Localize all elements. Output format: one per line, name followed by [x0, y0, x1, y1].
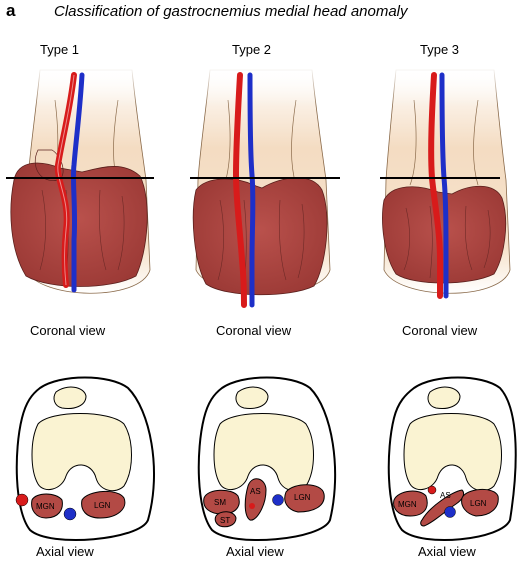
type-2-axial-section: [197, 376, 337, 541]
type-2-lgn-label: LGN: [294, 493, 311, 502]
type-3-mgn-label: MGN: [398, 500, 417, 509]
type-1-label: Type 1: [40, 42, 79, 57]
type-3-coronal-view-label: Coronal view: [402, 323, 478, 338]
type-3-lgn-label: LGN: [470, 499, 487, 508]
type-2-group: Type 2 Coronal view SM ST AS LGN Ax: [190, 42, 340, 559]
type-1-axial-view-label: Axial view: [36, 544, 94, 559]
type-2-as-label: AS: [250, 487, 261, 496]
vein-line: [70, 72, 85, 293]
type-1-mgn-label: MGN: [36, 502, 55, 511]
type-1-axial-section: [15, 376, 156, 541]
type-3-label: Type 3: [420, 42, 459, 57]
type-2-axial-view-label: Axial view: [226, 544, 284, 559]
type-1-lgn-label: LGN: [94, 501, 111, 510]
type-2-sm-label: SM: [214, 498, 226, 507]
type-2-coronal-view-label: Coronal view: [216, 323, 292, 338]
type-3-coronal-leg: [378, 66, 518, 299]
type-2-coronal-leg: [190, 66, 340, 308]
type-3-axial-section: [387, 376, 517, 541]
type-1-coronal-view-label: Coronal view: [30, 323, 106, 338]
type-1-coronal-leg: [6, 66, 160, 294]
type-3-as-label: AS: [440, 491, 451, 500]
panel-letter: a: [6, 1, 16, 20]
type-3-axial-view-label: Axial view: [418, 544, 476, 559]
figure-title: Classification of gastrocnemius medial h…: [54, 3, 409, 20]
type-3-group: Type 3 Coronal view MGN AS LGN Axial vie…: [378, 42, 518, 559]
type-2-label: Type 2: [232, 42, 271, 57]
type-1-group: Type 1 Coronal view MGN LGN Axi: [6, 42, 160, 559]
type-2-st-label: ST: [220, 516, 230, 525]
